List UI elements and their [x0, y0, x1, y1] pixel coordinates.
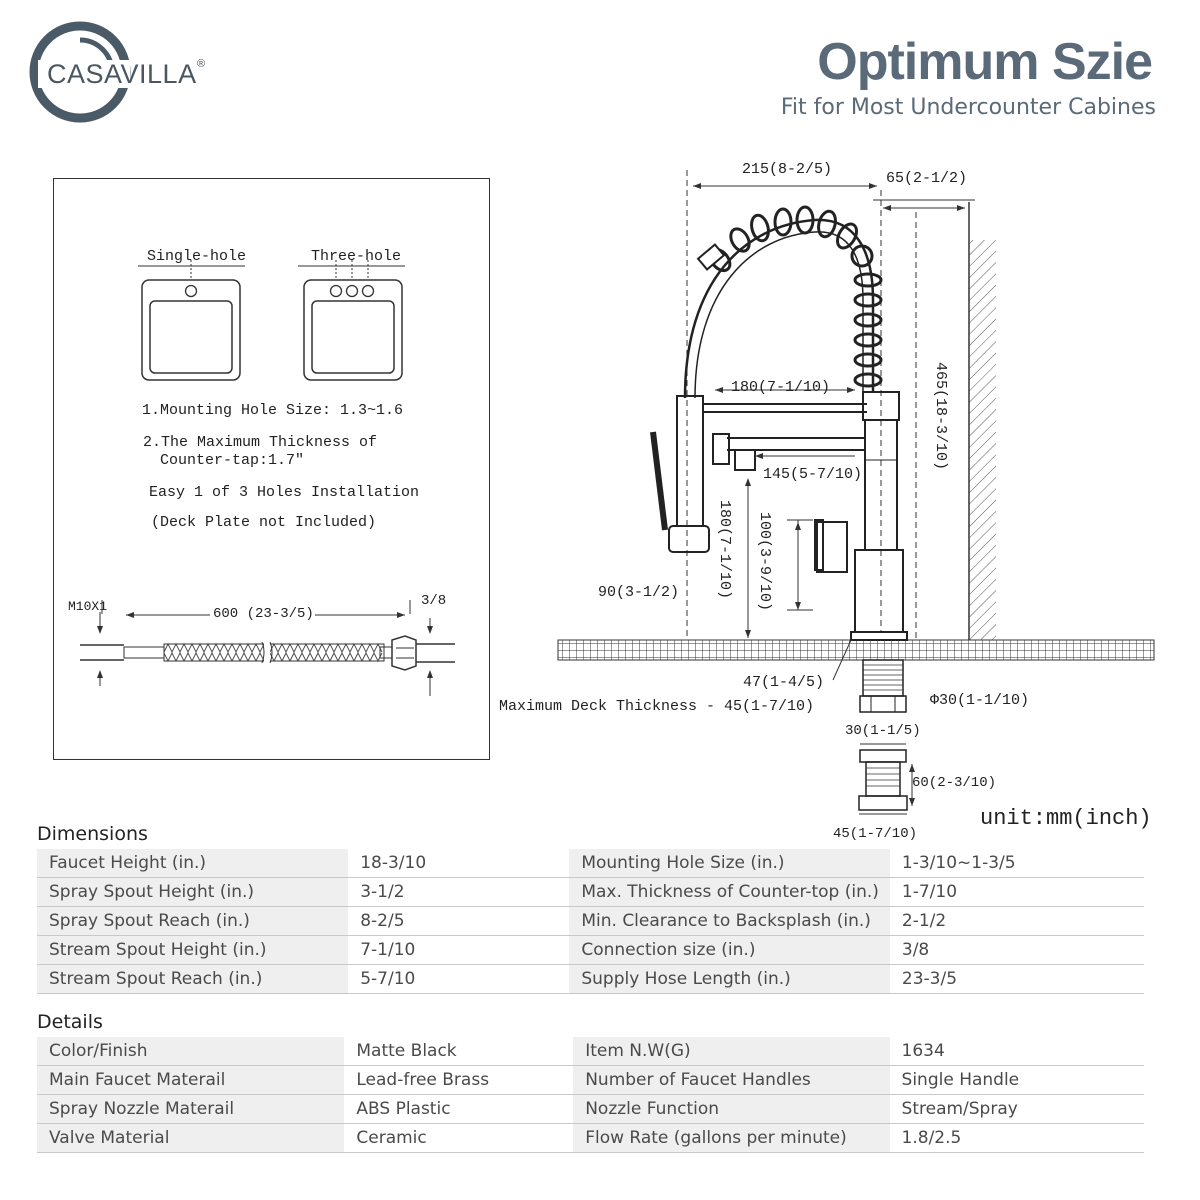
nut-base-dim: 45(1-7/10) [833, 826, 918, 842]
mounting-hole-note: 1.Mounting Hole Size: 1.3~1.6 [142, 402, 404, 419]
spec-label: Stream Spout Height (in.) [37, 935, 349, 965]
registered-mark: ® [197, 58, 206, 70]
spec-label: Nozzle Function [573, 1094, 890, 1124]
dimensions-title: Dimensions [37, 823, 148, 845]
brand-name: CASAVILLA [47, 59, 197, 89]
nut-height-dim: 60(2-3/10) [912, 775, 997, 791]
spec-label: Max. Thickness of Counter-top (in.) [569, 877, 890, 907]
stream-height-dim: 180(7-1/10) [716, 500, 733, 600]
max-thickness-value: Counter-tap:1.7" [160, 452, 305, 469]
spec-label: Connection size (in.) [569, 935, 890, 965]
spec-value: 1.8/2.5 [889, 1123, 1144, 1153]
hose-length-label: 600 (23-3/5) [213, 606, 314, 622]
spec-value: 3-1/2 [348, 877, 570, 907]
unit-label: unit:mm(inch) [980, 806, 1152, 831]
spec-value: Lead-free Brass [344, 1065, 574, 1095]
spec-value: 18-3/10 [348, 849, 570, 878]
shank-diameter-dim: Φ30(1-1/10) [930, 692, 1030, 709]
spec-value: 1-7/10 [889, 877, 1144, 907]
spec-value: Matte Black [344, 1037, 574, 1066]
hose-connector-label: 3/8 [421, 593, 447, 609]
spec-value: Ceramic [344, 1123, 574, 1153]
spec-label: Main Faucet Materail [37, 1065, 345, 1095]
spec-value: 5-7/10 [348, 964, 570, 994]
supply-hose-drawing [80, 600, 455, 696]
spec-label: Valve Material [37, 1123, 345, 1153]
spec-label: Spray Nozzle Materail [37, 1094, 345, 1124]
page-title: Optimum Szie [817, 33, 1153, 91]
details-title: Details [37, 1011, 103, 1033]
spec-value: Stream/Spray [889, 1094, 1144, 1124]
three-hole-label: Three-hole [311, 248, 402, 265]
spec-value: Single Handle [889, 1065, 1144, 1095]
spec-value: 3/8 [889, 935, 1144, 965]
spec-value: 1634 [889, 1037, 1144, 1066]
spec-value: ABS Plastic [344, 1094, 574, 1124]
sink-hole-diagrams [138, 260, 405, 381]
installation-box [53, 178, 490, 760]
spec-label: Stream Spout Reach (in.) [37, 964, 349, 994]
spec-label: Flow Rate (gallons per minute) [573, 1123, 890, 1153]
clearance-dim: 65(2-1/2) [886, 170, 968, 187]
total-height-dim: 465(18-3/10) [932, 362, 949, 471]
nut-width-dim: 30(1-1/5) [845, 723, 921, 739]
easy-install-note: Easy 1 of 3 Holes Installation [149, 484, 420, 501]
casavilla-logo-ring [29, 21, 131, 123]
spec-label: Item N.W(G) [573, 1037, 890, 1066]
faucet-dimension-drawing [557, 170, 1155, 815]
spray-height-dim: 90(3-1/2) [598, 584, 680, 601]
max-thickness-note: 2.The Maximum Thickness of [143, 434, 378, 451]
hose-thread-label: M10X1 [68, 599, 108, 614]
spec-label: Spray Spout Height (in.) [37, 877, 349, 907]
spec-label: Min. Clearance to Backsplash (in.) [569, 906, 890, 936]
spec-label: Color/Finish [37, 1037, 345, 1066]
spec-value: 1-3/10~1-3/5 [889, 849, 1144, 878]
single-hole-label: Single-hole [147, 248, 247, 265]
handle-height-dim: 100(3-9/10) [756, 512, 773, 612]
spec-label: Number of Faucet Handles [573, 1065, 890, 1095]
max-deck-thickness: Maximum Deck Thickness - 45(1-7/10) [499, 698, 815, 715]
spec-label: Spray Spout Reach (in.) [37, 906, 349, 936]
deck-plate-note: (Deck Plate not Included) [151, 514, 377, 531]
spec-value: 8-2/5 [348, 906, 570, 936]
page-subtitle: Fit for Most Undercounter Cabines [780, 95, 1156, 120]
stream-reach-dim: 145(5-7/10) [763, 466, 863, 483]
stream-reach-upper-dim: 180(7-1/10) [731, 379, 831, 396]
spec-value: 2-1/2 [889, 906, 1144, 936]
spec-value: 23-3/5 [889, 964, 1144, 994]
spec-label: Supply Hose Length (in.) [569, 964, 890, 994]
deck-47-dim: 47(1-4/5) [743, 674, 825, 691]
spec-label: Mounting Hole Size (in.) [569, 849, 890, 878]
spec-value: 7-1/10 [348, 935, 570, 965]
spray-reach-dim: 215(8-2/5) [742, 161, 833, 178]
spec-label: Faucet Height (in.) [37, 849, 349, 878]
